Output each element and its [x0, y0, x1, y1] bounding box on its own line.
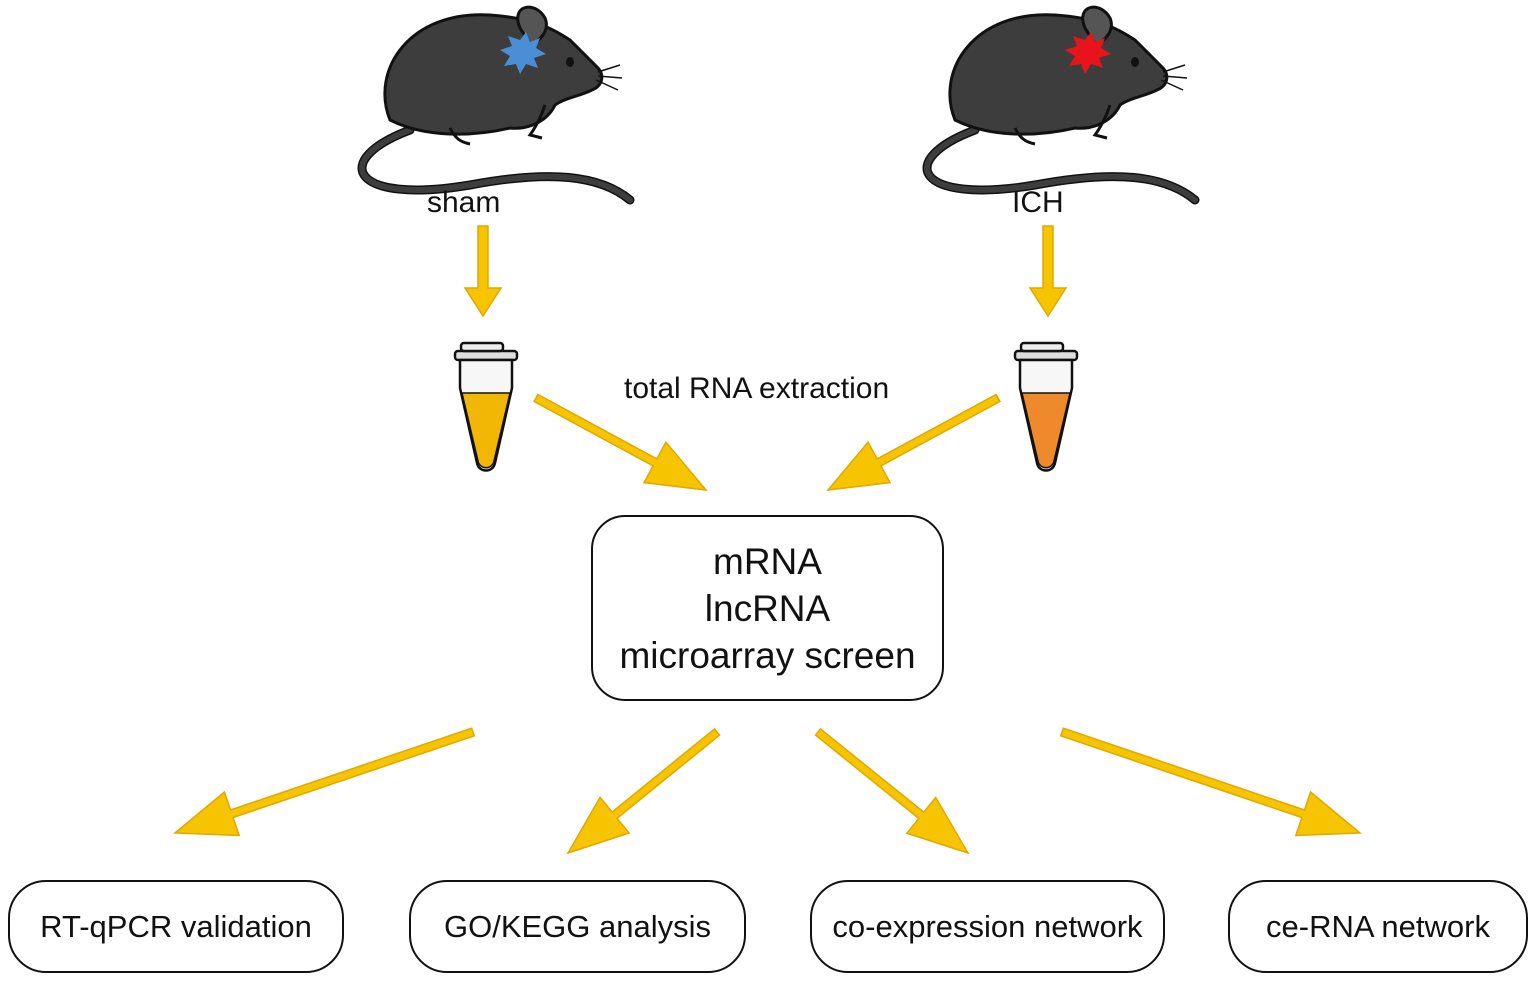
sham-down-arrow-icon — [463, 225, 503, 318]
arrow-to-coexpression-icon — [814, 727, 970, 855]
arrow-to-gokegg-icon — [566, 727, 721, 855]
ich-to-box-arrow-icon — [826, 393, 1001, 491]
lesion-mark-icon — [500, 32, 546, 74]
sham-to-box-arrow-icon — [533, 393, 708, 491]
ich-tube-icon — [1013, 341, 1079, 472]
output-label: co-expression network — [832, 908, 1143, 944]
step-label: total RNA extraction — [624, 372, 890, 405]
sham-mouse-icon — [362, 7, 630, 200]
gokegg-box: GO/KEGG analysis — [409, 880, 746, 973]
center-line-1: mRNA — [713, 540, 822, 582]
sham-tube-icon — [453, 341, 519, 472]
ich-down-arrow-icon — [1028, 225, 1068, 318]
output-label: ce-RNA network — [1266, 908, 1490, 944]
cerna-box: ce-RNA network — [1228, 880, 1528, 973]
coexpression-box: co-expression network — [810, 880, 1165, 973]
rtqpcr-box: RT-qPCR validation — [8, 880, 344, 973]
output-label: RT-qPCR validation — [40, 908, 312, 944]
center-line-3: microarray screen — [619, 634, 916, 676]
center-line-2: lncRNA — [704, 587, 831, 629]
microarray-box: mRNA lncRNA microarray screen — [591, 515, 944, 701]
output-label: GO/KEGG analysis — [443, 908, 712, 944]
ich-label: ICH — [1012, 186, 1064, 219]
sham-label: sham — [427, 186, 501, 219]
arrow-to-rtqpcr-icon — [173, 727, 476, 837]
lesion-mark-icon — [1065, 32, 1111, 74]
ich-mouse-icon — [927, 7, 1195, 200]
arrow-to-cerna-icon — [1059, 727, 1362, 837]
